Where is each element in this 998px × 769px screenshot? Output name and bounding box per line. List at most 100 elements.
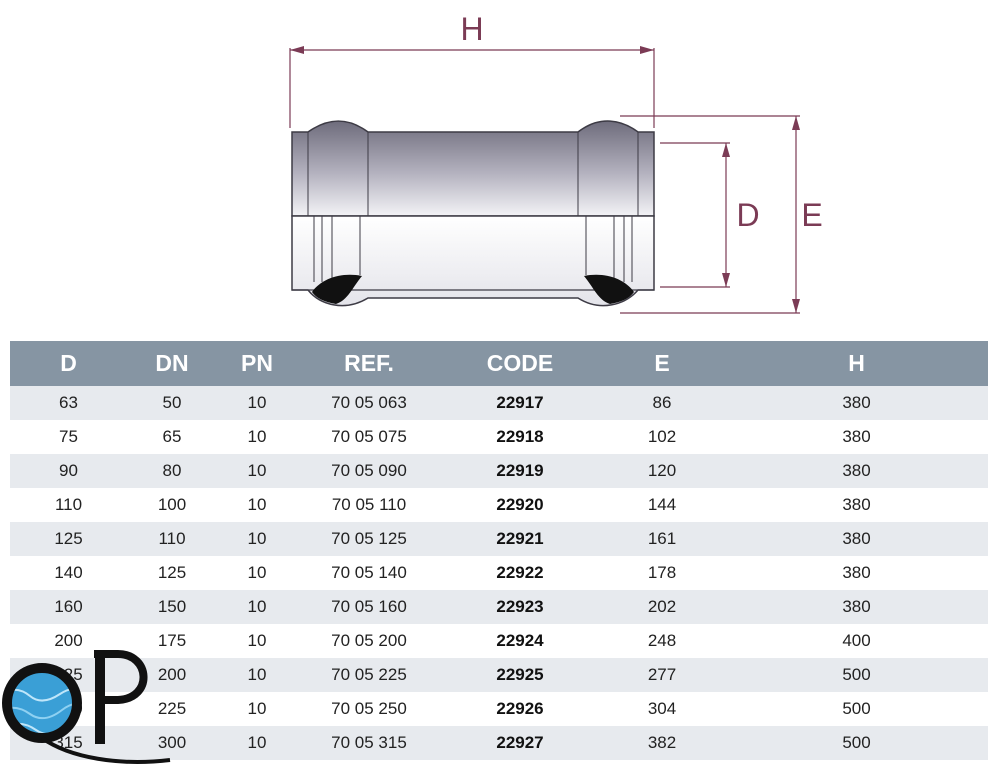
cell-h: 500 bbox=[725, 658, 988, 692]
cell-pn: 10 bbox=[217, 624, 297, 658]
cell-pn: 10 bbox=[217, 420, 297, 454]
logo-text: QP bbox=[0, 648, 2, 649]
cell-code: 22922 bbox=[441, 556, 599, 590]
cell-e: 161 bbox=[599, 522, 725, 556]
cell-ref: 70 05 063 bbox=[297, 386, 441, 420]
qp-logo: QP bbox=[0, 648, 171, 764]
cell-dn: 125 bbox=[127, 556, 217, 590]
cell-h: 380 bbox=[725, 454, 988, 488]
cell-d: 63 bbox=[10, 386, 127, 420]
cell-ref: 70 05 110 bbox=[297, 488, 441, 522]
cell-ref: 70 05 250 bbox=[297, 692, 441, 726]
cell-h: 500 bbox=[725, 726, 988, 760]
cell-ref: 70 05 200 bbox=[297, 624, 441, 658]
cell-dn: 150 bbox=[127, 590, 217, 624]
cell-code: 22918 bbox=[441, 420, 599, 454]
cell-code: 22927 bbox=[441, 726, 599, 760]
cell-dn: 80 bbox=[127, 454, 217, 488]
cell-e: 304 bbox=[599, 692, 725, 726]
cell-d: 125 bbox=[10, 522, 127, 556]
cell-h: 500 bbox=[725, 692, 988, 726]
cell-d: 110 bbox=[10, 488, 127, 522]
cell-code: 22926 bbox=[441, 692, 599, 726]
cell-h: 380 bbox=[725, 488, 988, 522]
cell-pn: 10 bbox=[217, 386, 297, 420]
cell-dn: 50 bbox=[127, 386, 217, 420]
cell-pn: 10 bbox=[217, 590, 297, 624]
cell-e: 144 bbox=[599, 488, 725, 522]
cell-ref: 70 05 315 bbox=[297, 726, 441, 760]
cell-h: 380 bbox=[725, 386, 988, 420]
cell-e: 248 bbox=[599, 624, 725, 658]
cell-dn: 100 bbox=[127, 488, 217, 522]
cell-ref: 70 05 140 bbox=[297, 556, 441, 590]
cell-h: 380 bbox=[725, 420, 988, 454]
cell-ref: 70 05 125 bbox=[297, 522, 441, 556]
cell-pn: 10 bbox=[217, 658, 297, 692]
cell-e: 120 bbox=[599, 454, 725, 488]
column-header-dn: DN bbox=[127, 341, 217, 386]
cell-ref: 70 05 075 bbox=[297, 420, 441, 454]
cell-pn: 10 bbox=[217, 488, 297, 522]
cell-h: 380 bbox=[725, 522, 988, 556]
dimension-lines bbox=[289, 46, 800, 314]
cell-h: 380 bbox=[725, 556, 988, 590]
cell-code: 22923 bbox=[441, 590, 599, 624]
cell-e: 277 bbox=[599, 658, 725, 692]
table-header-row: D DN PN REF. CODE E H bbox=[10, 341, 988, 386]
cell-dn: 175 bbox=[127, 624, 217, 658]
dimension-h-label: H bbox=[460, 11, 483, 47]
cell-pn: 10 bbox=[217, 556, 297, 590]
column-header-ref: REF. bbox=[297, 341, 441, 386]
cell-dn: 110 bbox=[127, 522, 217, 556]
cell-ref: 70 05 225 bbox=[297, 658, 441, 692]
cell-h: 400 bbox=[725, 624, 988, 658]
cell-ref: 70 05 090 bbox=[297, 454, 441, 488]
cell-d: 160 bbox=[10, 590, 127, 624]
column-header-pn: PN bbox=[217, 341, 297, 386]
cell-dn: 65 bbox=[127, 420, 217, 454]
cell-h: 380 bbox=[725, 590, 988, 624]
cell-code: 22924 bbox=[441, 624, 599, 658]
cell-e: 202 bbox=[599, 590, 725, 624]
cell-e: 178 bbox=[599, 556, 725, 590]
cell-d: 90 bbox=[10, 454, 127, 488]
cell-code: 22925 bbox=[441, 658, 599, 692]
cell-code: 22919 bbox=[441, 454, 599, 488]
cell-code: 22917 bbox=[441, 386, 599, 420]
cell-pn: 10 bbox=[217, 522, 297, 556]
cell-e: 102 bbox=[599, 420, 725, 454]
cell-dn: 300 bbox=[127, 726, 217, 760]
cell-pn: 10 bbox=[217, 726, 297, 760]
dimension-d-label: D bbox=[736, 197, 759, 233]
cell-ref: 70 05 160 bbox=[297, 590, 441, 624]
cell-pn: 10 bbox=[217, 454, 297, 488]
cell-d: 140 bbox=[10, 556, 127, 590]
cell-code: 22920 bbox=[441, 488, 599, 522]
cell-e: 382 bbox=[599, 726, 725, 760]
dimension-e-label: E bbox=[801, 197, 822, 233]
cell-pn: 10 bbox=[217, 692, 297, 726]
column-header-h: H bbox=[725, 341, 988, 386]
cell-dn: 225 bbox=[127, 692, 217, 726]
column-header-d: D bbox=[10, 341, 127, 386]
coupling-body bbox=[291, 120, 655, 307]
coupling-technical-drawing: H D E bbox=[289, 11, 823, 314]
column-header-e: E bbox=[599, 341, 725, 386]
cell-code: 22921 bbox=[441, 522, 599, 556]
cell-e: 86 bbox=[599, 386, 725, 420]
column-header-code: CODE bbox=[441, 341, 599, 386]
cell-d: 75 bbox=[10, 420, 127, 454]
